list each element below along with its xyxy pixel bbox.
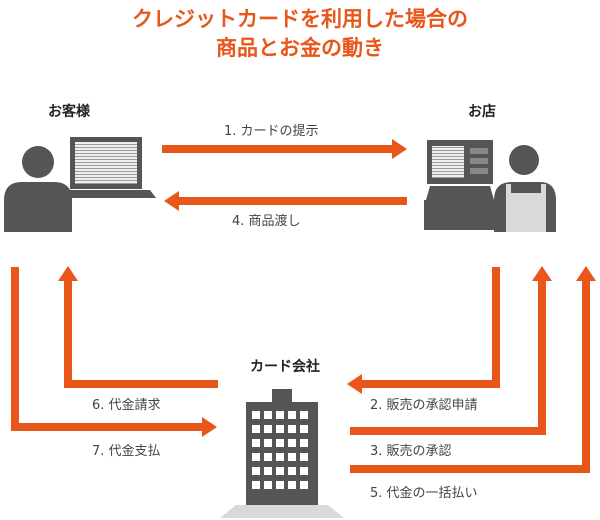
arrow-step-6 bbox=[58, 266, 218, 388]
arrow-step-4 bbox=[164, 191, 407, 211]
apron-icon bbox=[506, 193, 546, 232]
arrow-step-3 bbox=[350, 266, 552, 435]
customer-icon bbox=[4, 137, 156, 232]
store-label: お店 bbox=[468, 104, 496, 120]
diagram-title-line1: クレジットカードを利用した場合の bbox=[132, 7, 468, 31]
diagram-title-line2: 商品とお金の動き bbox=[216, 36, 384, 60]
arrow-step-2 bbox=[347, 267, 500, 394]
step-7-label: 7. 代金支払 bbox=[92, 444, 161, 459]
step-6-label: 6. 代金請求 bbox=[92, 398, 161, 413]
building-icon bbox=[220, 389, 344, 518]
arrow-step-7 bbox=[11, 267, 217, 437]
arrow-step-1 bbox=[162, 139, 407, 159]
customer-label: お客様 bbox=[48, 104, 90, 120]
store-icon bbox=[424, 140, 556, 232]
step-1-label: 1. カードの提示 bbox=[224, 124, 319, 139]
step-3-label: 3. 販売の承認 bbox=[370, 444, 452, 459]
step-4-label: 4. 商品渡し bbox=[232, 214, 301, 229]
arrow-step-5 bbox=[350, 266, 596, 473]
step-5-label: 5. 代金の一括払い bbox=[370, 486, 478, 501]
card-company-label: カード会社 bbox=[250, 359, 320, 375]
step-2-label: 2. 販売の承認申請 bbox=[370, 398, 478, 413]
